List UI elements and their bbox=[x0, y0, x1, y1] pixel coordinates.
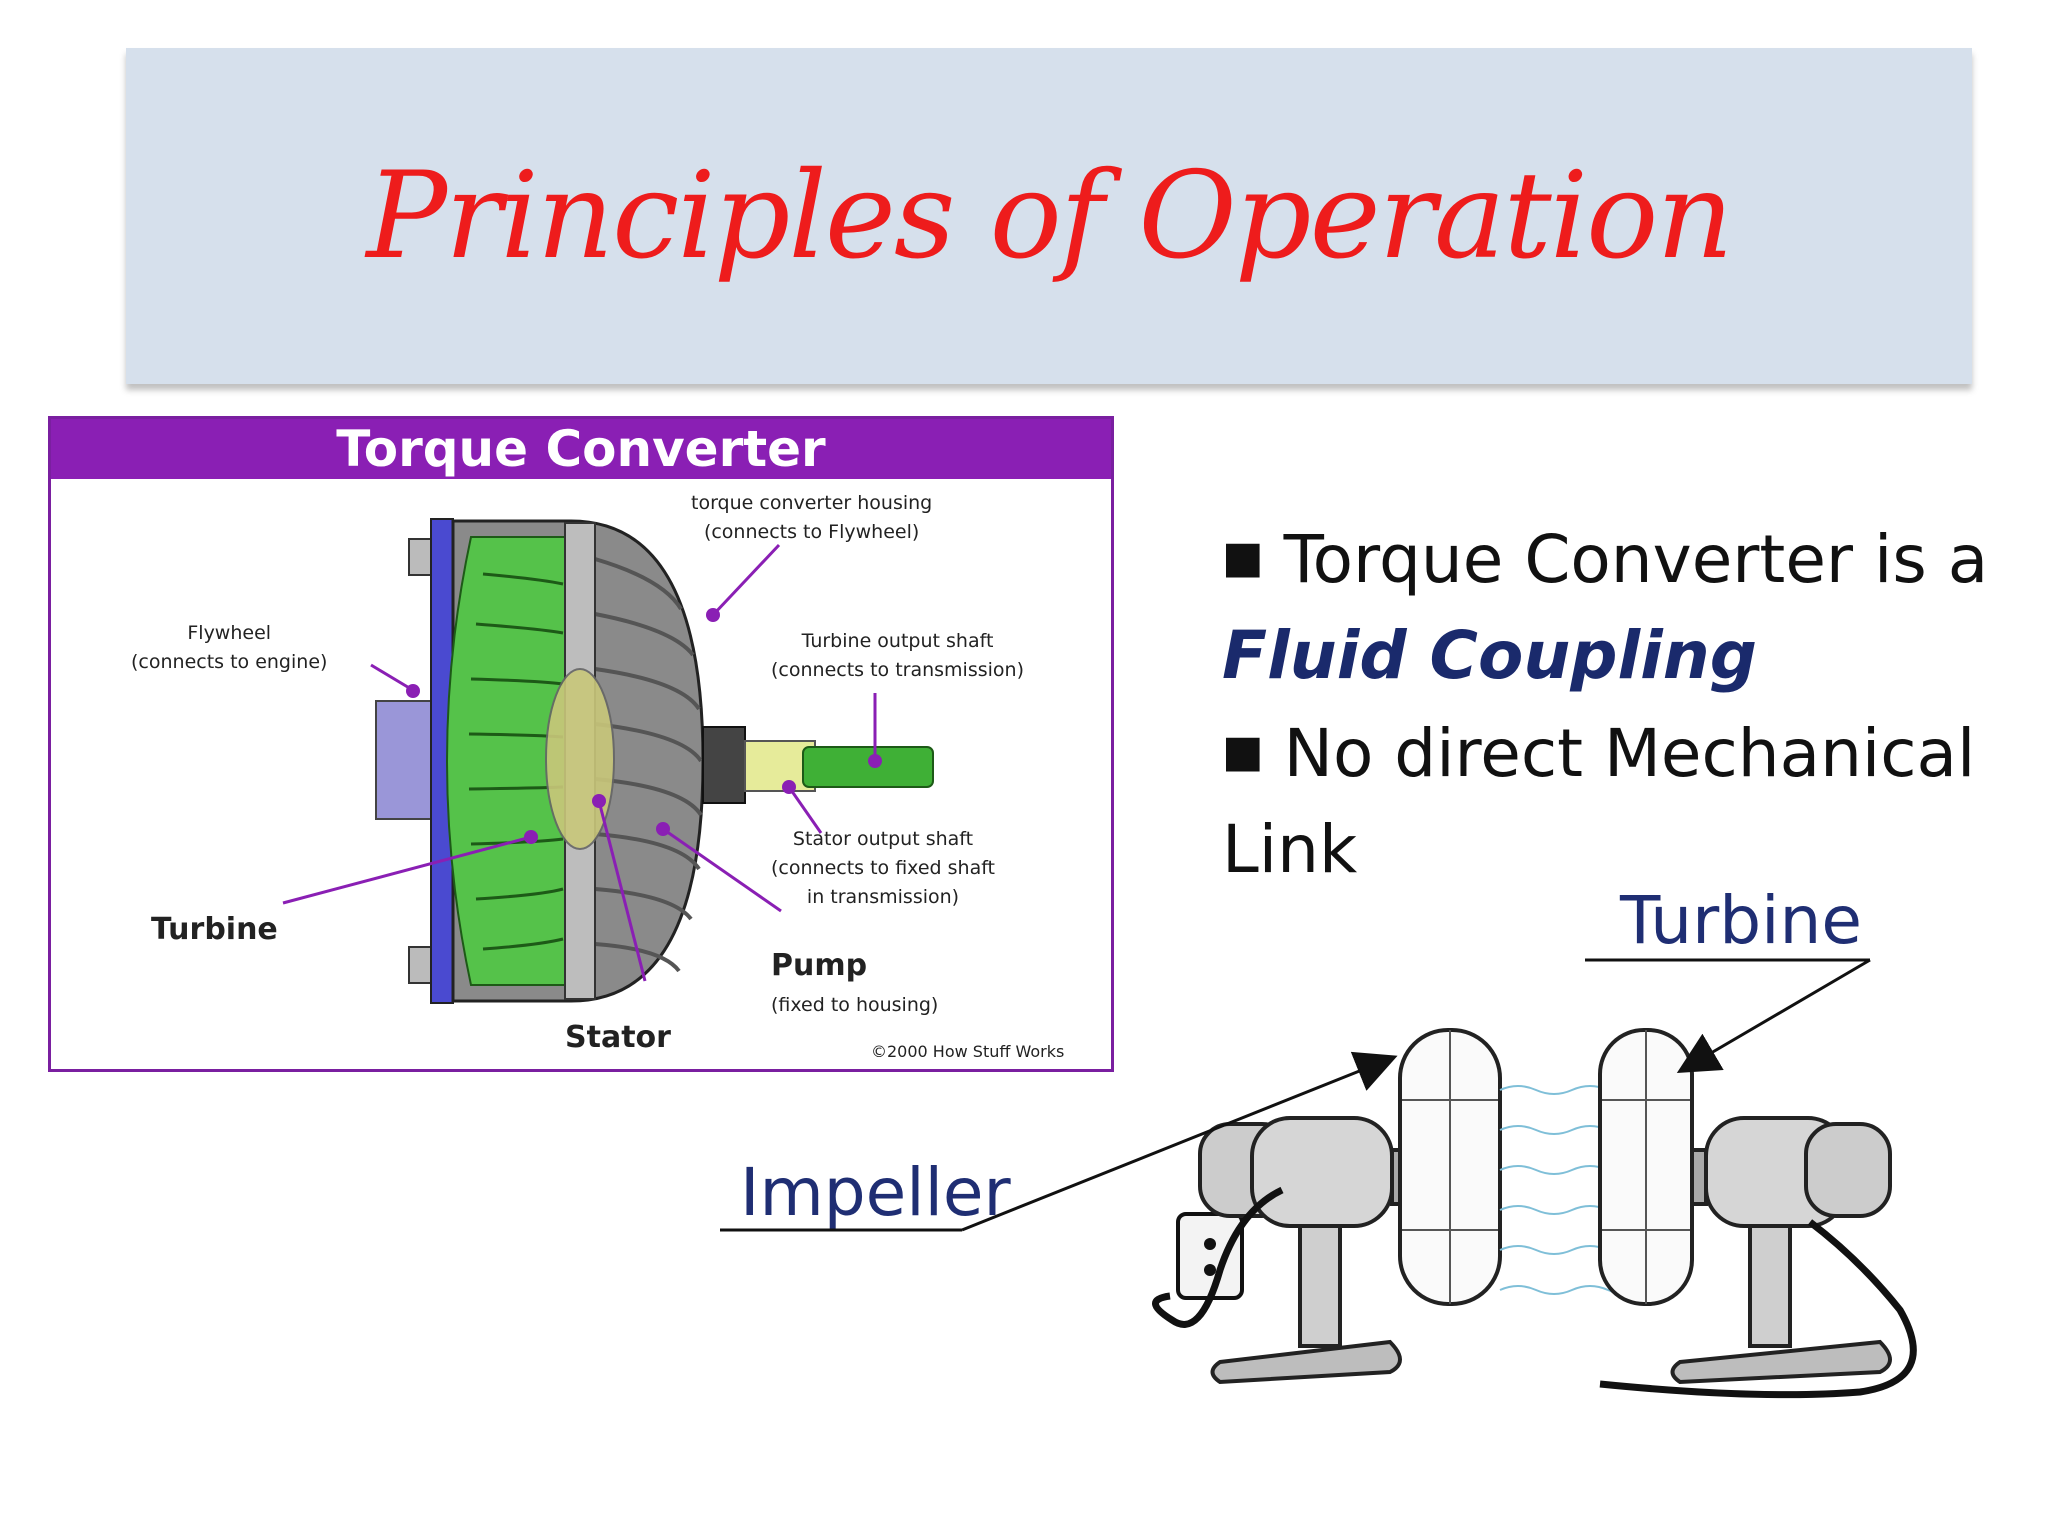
flywheel-label: Flywheel (connects to engine) bbox=[131, 622, 328, 673]
impeller-fan-label: Impeller bbox=[740, 1154, 1011, 1231]
torque-converter-drawing bbox=[282, 518, 934, 1004]
square-bullet-icon: ■ bbox=[1222, 532, 1264, 583]
pump-part-label: Pump bbox=[771, 948, 868, 983]
turbine-part-label: Turbine bbox=[151, 912, 278, 947]
turbine-arrow bbox=[1676, 958, 1871, 1074]
bullet-list: ■Torque Converter is a Fluid Coupling ■N… bbox=[1222, 510, 2022, 898]
wall-socket bbox=[1176, 1212, 1244, 1300]
title-banner: Principles of Operation bbox=[126, 48, 1972, 384]
turbine-fan-label: Turbine bbox=[1620, 882, 1862, 959]
impeller-arrow bbox=[961, 1051, 1398, 1232]
impeller-fan bbox=[1152, 1028, 1502, 1385]
housing-label: torque converter housing (connects to Fl… bbox=[691, 492, 933, 543]
slide-title: Principles of Operation bbox=[366, 146, 1733, 286]
shaft-collar bbox=[702, 726, 746, 804]
bullet-item: ■No direct Mechanical Link bbox=[1222, 715, 1976, 888]
stator-part-label: Stator bbox=[565, 1020, 671, 1055]
copyright-label: ©2000 How Stuff Works bbox=[871, 1042, 1065, 1061]
turbine-fan bbox=[1598, 1028, 1917, 1399]
turbine-shaft-label: Turbine output shaft (connects to transm… bbox=[771, 630, 1024, 681]
turbine-body bbox=[446, 536, 566, 986]
turbine-output-shaft bbox=[802, 746, 934, 788]
bullet-item: ■Torque Converter is a Fluid Coupling bbox=[1222, 521, 1989, 694]
figure-header: Torque Converter bbox=[51, 419, 1111, 479]
stator-shaft-label: Stator output shaft (connects to fixed s… bbox=[771, 828, 996, 908]
pump-note-label: (fixed to housing) bbox=[771, 994, 939, 1016]
fluid-coupling-emphasis: Fluid Coupling bbox=[1222, 617, 1758, 694]
torque-converter-figure: Torque Converter bbox=[48, 416, 1114, 1072]
square-bullet-icon: ■ bbox=[1222, 726, 1264, 777]
